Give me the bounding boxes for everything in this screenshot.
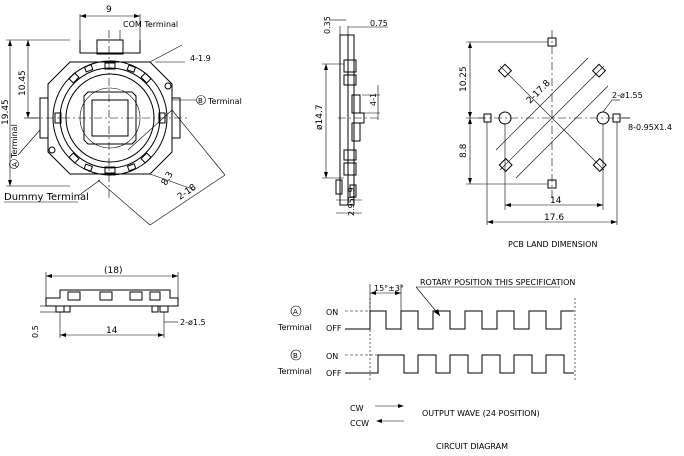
pcb-dim-8-slots: 8-0.95X1.4 (628, 123, 672, 132)
b-terminal-label-circuit: Terminal (277, 367, 312, 376)
circuit-diagram: 15°±3° ROTARY POSITION THIS SPECIFICATIO… (277, 278, 575, 451)
dim-phi14-7: ø14.7 (315, 104, 325, 130)
dummy-terminal-label: Dummy Terminal (4, 192, 89, 203)
dim-0-75: 0.75 (370, 19, 388, 28)
dim-0-35: 0.35 (323, 16, 332, 34)
pcb-dim-10-25: 10.25 (459, 66, 469, 92)
dim-19-45: 19.45 (1, 99, 11, 125)
pcb-dim-8-8: 8.8 (459, 143, 469, 158)
dim-4-1: 4-1 (369, 93, 378, 106)
dim-hole-4-1-9: 4-1.9 (190, 54, 211, 63)
b-letter-top: B (198, 97, 203, 105)
bottom-dim-0-5: 0.5 (31, 325, 40, 338)
b-on-label: ON (326, 352, 338, 361)
wave-a (345, 310, 574, 330)
dim-1-9: 1.9 (347, 187, 356, 200)
pcb-land-view: 10.25 8.8 2-17.8 2-ø1.55 8-0.95X1.4 14 1… (459, 30, 672, 249)
pcb-dim-14: 14 (550, 196, 562, 206)
com-terminal-label: COM Terminal (123, 20, 178, 29)
a-terminal-label-circuit: Terminal (277, 323, 312, 332)
b-off-label: OFF (326, 369, 342, 378)
wave-b (345, 354, 574, 374)
pcb-dim-17-6: 17.6 (544, 213, 564, 223)
b-terminal-label-top: Terminal (207, 97, 242, 106)
pcb-dim-2-17-8: 2-17.8 (525, 78, 553, 106)
angle-label: 15°±3° (374, 284, 404, 293)
b-letter-circuit: B (293, 352, 298, 360)
dim-2-95: 2.95 (347, 198, 356, 216)
cw-label: CW (350, 404, 364, 413)
bottom-dim-2-phi1-5: 2-ø1.5 (180, 318, 206, 327)
rotary-position-label: ROTARY POSITION THIS SPECIFICATION (420, 278, 575, 287)
dim-10-45: 10.45 (18, 70, 28, 96)
pcb-land-caption: PCB LAND DIMENSION (508, 240, 597, 249)
output-wave-label: OUTPUT WAVE (24 POSITION) (422, 409, 540, 418)
a-on-label: ON (326, 308, 338, 317)
top-view: 9 COM Terminal 4-1.9 B Terminal 10.45 19… (1, 5, 242, 226)
a-letter-top: A (11, 162, 19, 167)
dim-8-3: 8.3 (160, 170, 176, 187)
dim-width-9: 9 (106, 5, 112, 15)
bottom-dim-14: 14 (106, 326, 118, 336)
circuit-diagram-caption: CIRCUIT DIAGRAM (436, 442, 508, 451)
pcb-dim-2-phi1-55: 2-ø1.55 (612, 91, 643, 100)
a-letter-circuit: A (293, 308, 298, 316)
ccw-label: CCW (350, 419, 369, 428)
a-off-label: OFF (326, 324, 342, 333)
a-terminal-label-top: Terminal (10, 124, 19, 159)
bottom-dim-18: (18) (104, 266, 122, 276)
side-view: 0.35 0.75 ø14.7 4-1 1.9 2.95 (315, 16, 388, 216)
dim-2-18: 2-18 (176, 182, 199, 202)
bottom-side-view: (18) 0.5 14 2-ø1.5 (31, 266, 206, 338)
